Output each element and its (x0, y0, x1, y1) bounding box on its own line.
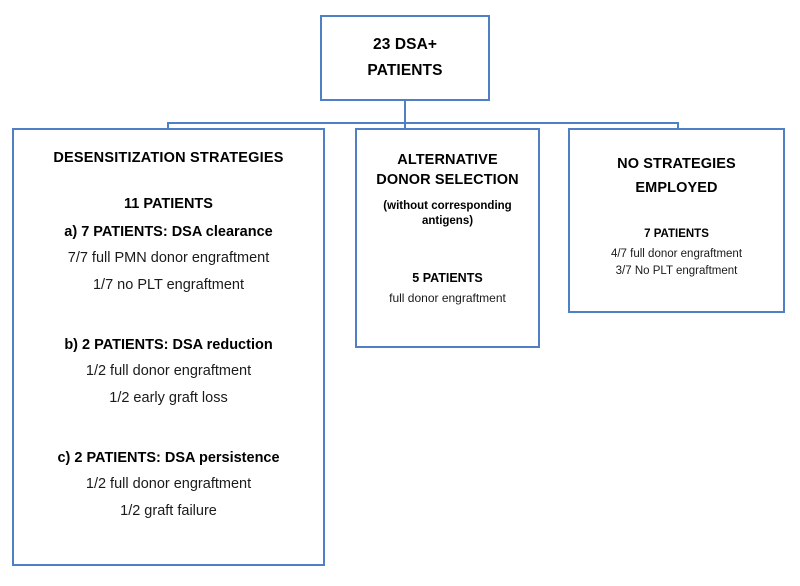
subgroup-c-line-2: 1/2 graft failure (120, 503, 217, 519)
root-line-2: PATIENTS (367, 62, 443, 79)
subgroup-b: b) 2 PATIENTS: DSA reduction 1/2 full do… (24, 333, 313, 412)
subgroup-b-line-1: 1/2 full donor engraftment (85, 363, 252, 379)
branch-detail-line-2: 3/7 No PLT engraftment (615, 265, 738, 277)
branch-desensitization-strategies: DESENSITIZATION STRATEGIES 11 PATIENTS a… (12, 128, 325, 566)
subgroup-b-line-2: 1/2 early graft loss (109, 390, 228, 406)
branch-detail: full donor engraftment (389, 291, 506, 305)
branch-title-line-1: ALTERNATIVE (397, 152, 498, 168)
root-line-1: 23 DSA+ (372, 36, 438, 53)
root-node-box: 23 DSA+ PATIENTS (320, 15, 490, 101)
branch-title-line-2: EMPLOYED (635, 180, 718, 196)
subgroup-a: a) 7 PATIENTS: DSA clearance 7/7 full PM… (24, 220, 313, 299)
connector-drop-middle (404, 122, 406, 130)
branch-patient-count: 7 PATIENTS (644, 228, 709, 240)
subgroup-c-line-1: 1/2 full donor engraftment (85, 476, 252, 492)
connector-drop-right (677, 122, 679, 130)
connector-root-stem (404, 101, 406, 124)
branch-alternative-donor-selection: ALTERNATIVE DONOR SELECTION (without cor… (355, 128, 540, 348)
branch-note-line-1: (without corresponding (383, 200, 512, 212)
branch-patient-count: 11 PATIENTS (124, 196, 213, 212)
branch-detail-line-1: 4/7 full donor engraftment (610, 248, 743, 260)
subgroup-c-heading: c) 2 PATIENTS: DSA persistence (57, 450, 280, 466)
subgroup-a-line-1: 7/7 full PMN donor engraftment (67, 250, 270, 266)
connector-horizontal-bus (167, 122, 679, 124)
subgroup-b-heading: b) 2 PATIENTS: DSA reduction (64, 337, 273, 353)
subgroup-c: c) 2 PATIENTS: DSA persistence 1/2 full … (24, 446, 313, 525)
branch-title: DESENSITIZATION STRATEGIES (53, 150, 284, 166)
branch-note-line-2: antigens) (421, 215, 474, 227)
connector-drop-left (167, 122, 169, 130)
branch-title-line-2: DONOR SELECTION (376, 172, 519, 188)
subgroup-a-heading: a) 7 PATIENTS: DSA clearance (64, 224, 273, 240)
subgroup-a-line-2: 1/7 no PLT engraftment (92, 277, 244, 293)
branch-no-strategies-employed: NO STRATEGIES EMPLOYED 7 PATIENTS 4/7 fu… (568, 128, 785, 313)
branch-patient-count: 5 PATIENTS (412, 271, 483, 285)
branch-title-line-1: NO STRATEGIES (617, 156, 736, 172)
